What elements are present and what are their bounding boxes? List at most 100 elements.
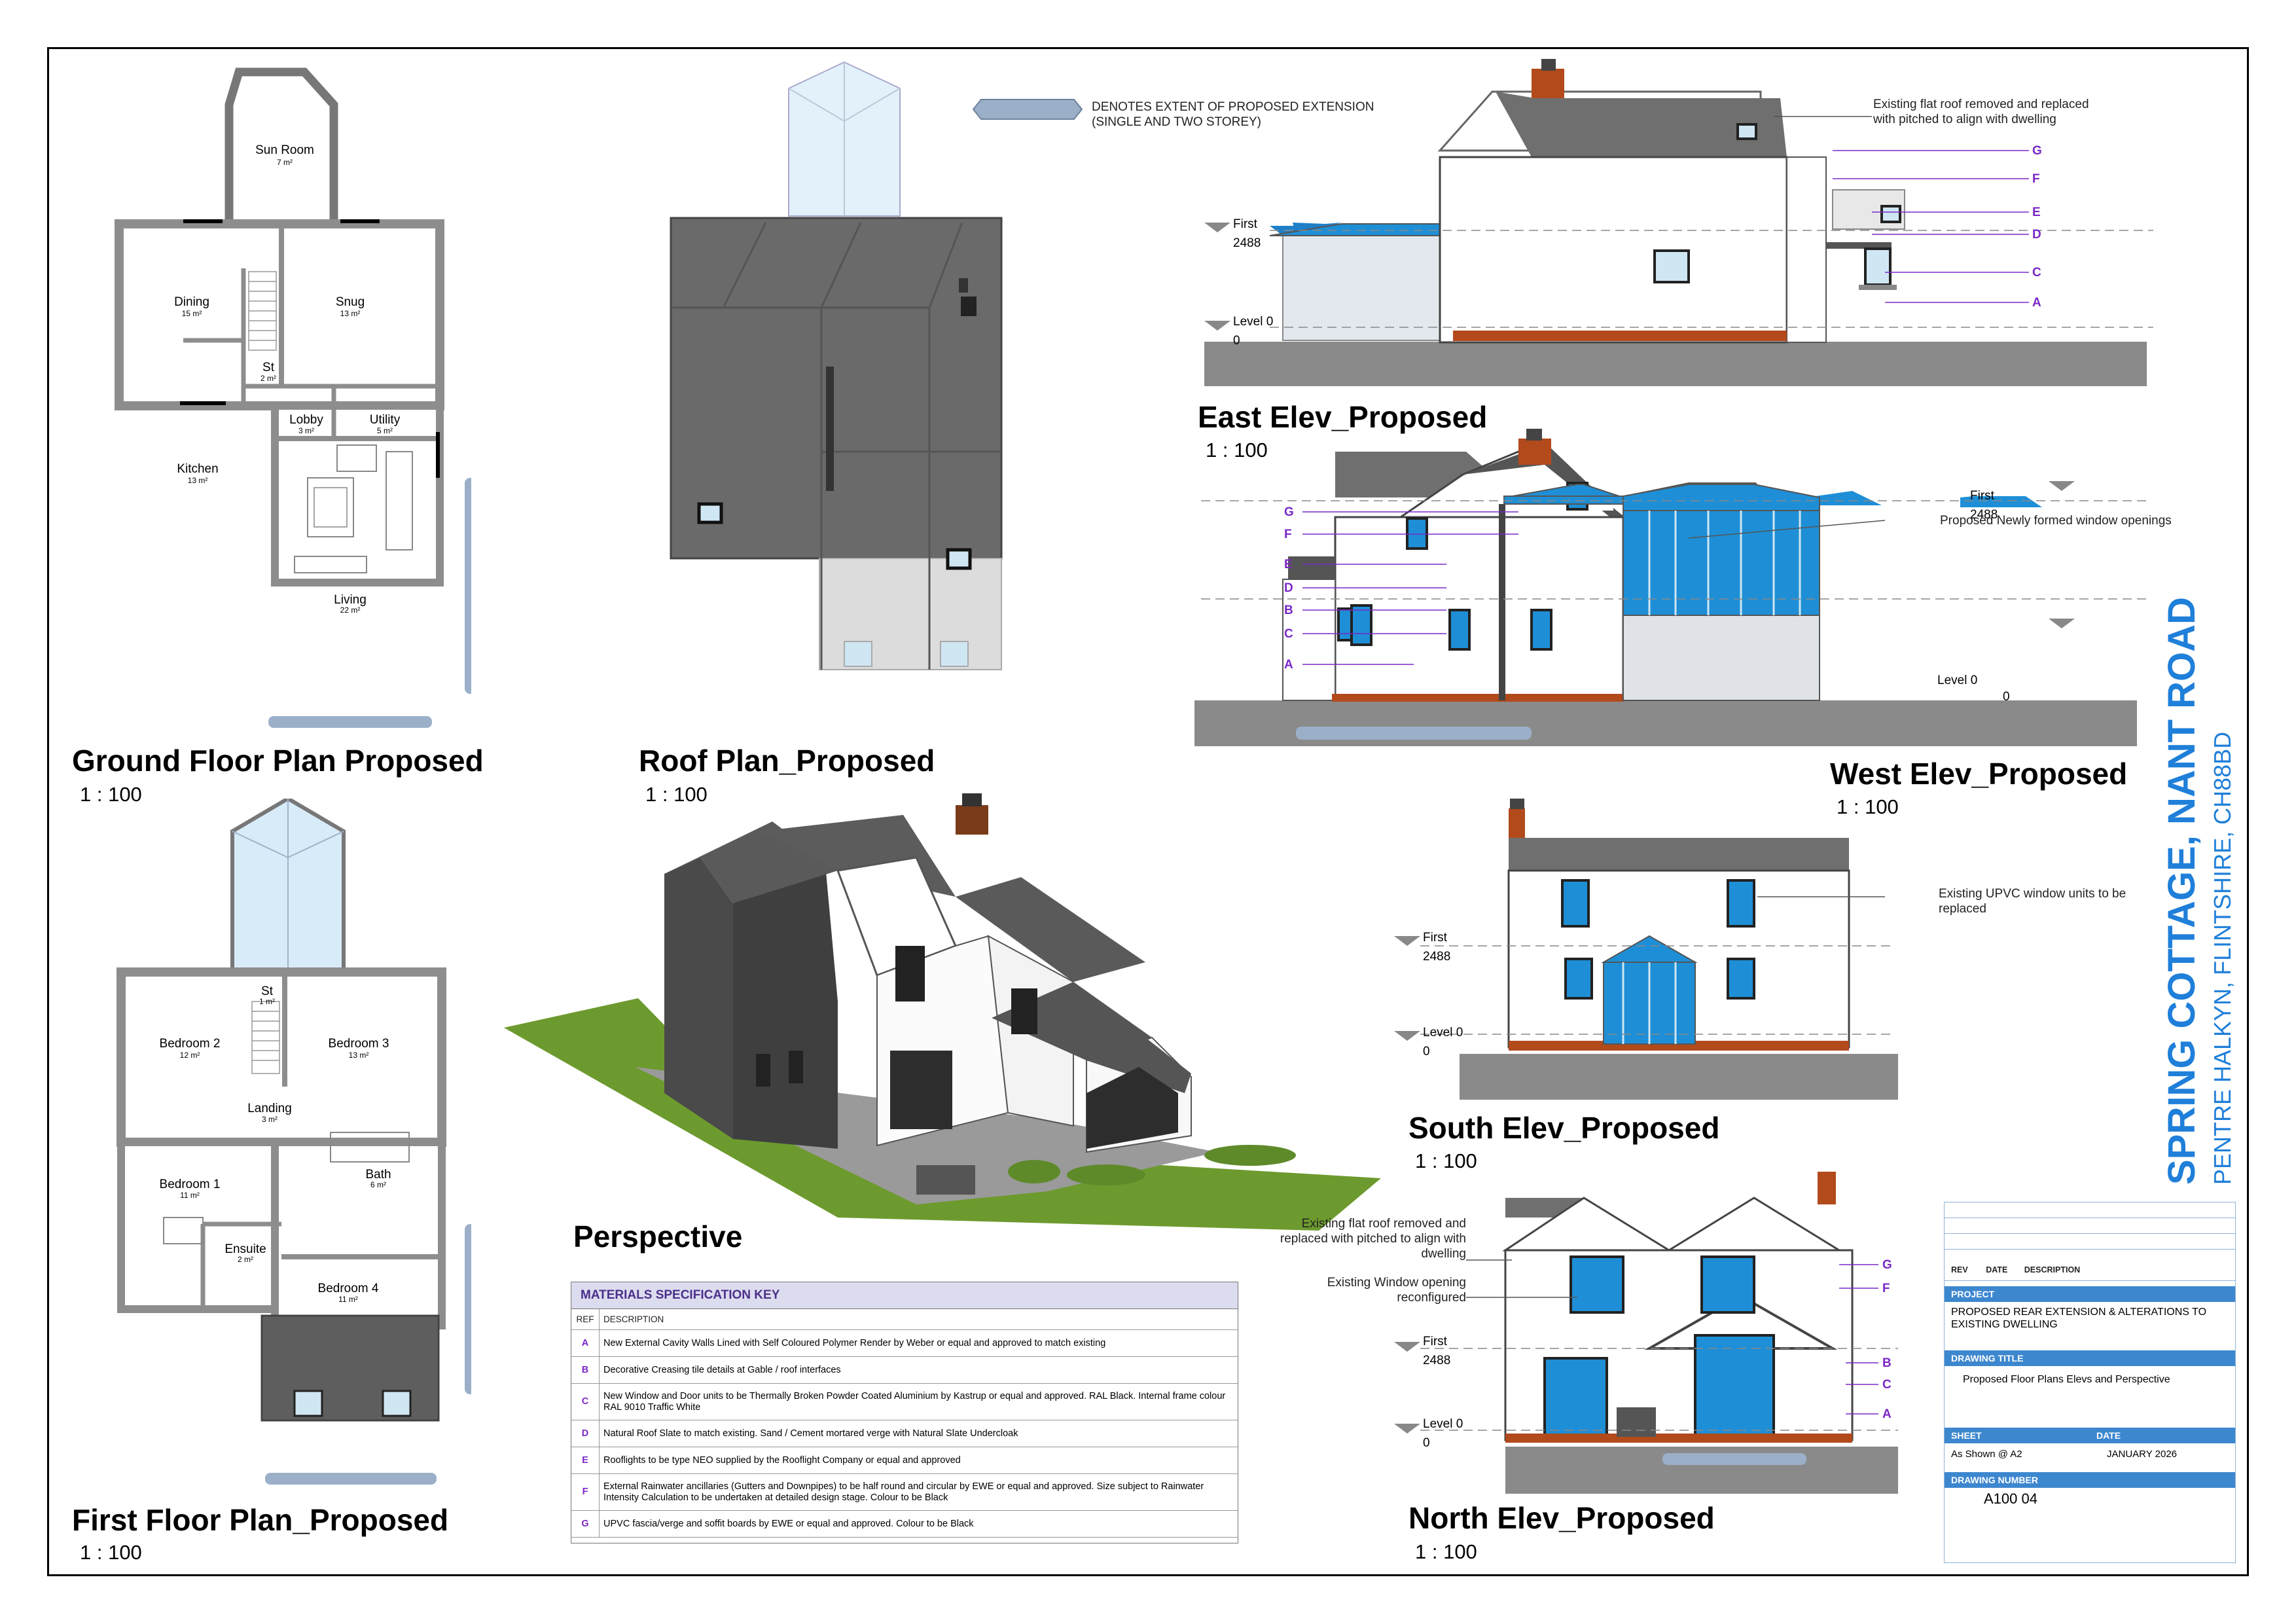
material-desc: UPVC fascia/verge and soffit boards by E… [599, 1510, 1238, 1538]
east-elevation-scale: 1 : 100 [1206, 439, 1268, 461]
ground-floor-plan-title: Ground Floor Plan Proposed [72, 744, 484, 778]
svg-text:11 m²: 11 m² [180, 1191, 200, 1200]
svg-text:11 m²: 11 m² [338, 1295, 358, 1304]
svg-text:Utility: Utility [370, 413, 401, 427]
sheet-row: As Shown @ A2 JANUARY 2026 [1945, 1449, 2235, 1460]
svg-text:Level 0: Level 0 [1423, 1417, 1463, 1431]
revision-header: REV DATE DESCRIPTION [1945, 1265, 2235, 1281]
first-floor-plan-drawing: St 1 m² Bedroom 2 12 m² Bedroom 3 13 m² … [117, 799, 471, 1485]
svg-text:F: F [1284, 528, 1292, 541]
svg-text:D: D [2032, 228, 2041, 242]
svg-text:G: G [1284, 505, 1294, 519]
extension-legend-note: DENOTES EXTENT OF PROPOSED EXTENSION (SI… [1092, 100, 1374, 129]
svg-text:C: C [1284, 627, 1293, 641]
material-desc: External Rainwater ancillaries (Gutters … [599, 1473, 1238, 1511]
material-ref: B [571, 1356, 600, 1384]
ground-floor-plan-drawing: Sun Room 7 m² Dining 15 m² Snug 13 m² St… [115, 67, 471, 728]
revision-grid [1945, 1202, 2235, 1261]
svg-text:13 m²: 13 m² [188, 476, 208, 485]
svg-text:3 m²: 3 m² [298, 426, 314, 435]
svg-text:0: 0 [1423, 1436, 1430, 1450]
svg-text:5 m²: 5 m² [377, 426, 393, 435]
room-label: Sun Room [255, 143, 314, 157]
sheet-value: As Shown @ A2 [1951, 1449, 2022, 1460]
svg-text:G: G [1882, 1258, 1892, 1272]
west-annotation: Proposed Newly formed window openings [1940, 514, 2172, 528]
svg-text:7 m²: 7 m² [277, 158, 293, 167]
material-desc: Natural Roof Slate to match existing. Sa… [599, 1420, 1238, 1447]
material-desc: New External Cavity Walls Lined with Sel… [599, 1329, 1238, 1357]
svg-text:6 m²: 6 m² [370, 1180, 386, 1189]
sheet-date-header: SHEET DATE [1945, 1428, 2235, 1443]
perspective-drawing [504, 793, 1381, 1231]
west-elevation-markers: GF ED BC A [1284, 505, 1886, 672]
svg-text:Living: Living [334, 593, 367, 607]
material-ref: F [571, 1473, 600, 1511]
extension-legend-swatch [972, 99, 1083, 120]
rev-label: REV [1951, 1265, 1968, 1274]
south-annotation: Existing UPVC window units to be replace… [1939, 887, 2126, 916]
svg-text:Level 0: Level 0 [1937, 674, 1977, 687]
svg-text:Level 0: Level 0 [1423, 1026, 1463, 1039]
svg-text:First: First [1423, 931, 1448, 945]
svg-text:B: B [1882, 1356, 1892, 1370]
svg-text:C: C [1882, 1378, 1892, 1392]
svg-text:G: G [2032, 144, 2042, 158]
material-desc: New Window and Door units to be Thermall… [599, 1383, 1238, 1420]
svg-text:12 m²: 12 m² [180, 1051, 200, 1060]
sheet-label: SHEET [1951, 1430, 1982, 1441]
sheet-border [47, 47, 2249, 1576]
description-label: DESCRIPTION [2024, 1265, 2081, 1274]
material-ref: A [571, 1329, 600, 1357]
north-elevation-title: North Elev_Proposed [1408, 1501, 1715, 1535]
svg-text:A: A [1882, 1407, 1892, 1421]
svg-text:Bedroom 1: Bedroom 1 [160, 1178, 221, 1191]
svg-text:First: First [1233, 217, 1258, 231]
material-ref: D [571, 1420, 600, 1447]
svg-text:1 m²: 1 m² [259, 997, 275, 1006]
site-address: PENTRE HALKYN, FLINTSHIRE, CH88BD [2209, 731, 2236, 1185]
sheet-date-value: JANUARY 2026 [2107, 1449, 2178, 1460]
svg-text:Ensuite: Ensuite [224, 1242, 266, 1256]
svg-text:0: 0 [1423, 1045, 1430, 1058]
svg-text:A: A [1284, 658, 1293, 672]
svg-text:A: A [2032, 296, 2041, 310]
drawing-title-text: Proposed Floor Plans Elevs and Perspecti… [1963, 1374, 2170, 1385]
materials-table-heading: MATERIALS SPECIFICATION KEY [571, 1282, 1238, 1309]
east-annotation: Existing flat roof removed and replaced … [1873, 98, 2089, 126]
material-desc: Decorative Creasing tile details at Gabl… [599, 1356, 1238, 1384]
material-desc: Rooflights to be type NEO supplied by th… [599, 1447, 1238, 1474]
drawing-number: A100 04 [1984, 1490, 2037, 1507]
svg-text:First: First [1970, 489, 1995, 503]
project-label: PROJECT [1945, 1286, 2235, 1302]
svg-text:C: C [2032, 266, 2041, 280]
extension-extent-marker [465, 478, 471, 694]
svg-text:2488: 2488 [1423, 1354, 1450, 1367]
svg-text:F: F [2032, 172, 2040, 186]
date-label: DATE [1986, 1265, 2008, 1274]
west-elevation-scale: 1 : 100 [1837, 795, 1899, 818]
material-ref: G [571, 1510, 600, 1538]
svg-text:2 m²: 2 m² [238, 1255, 253, 1264]
project-text: PROPOSED REAR EXTENSION & ALTERATIONS TO… [1951, 1307, 2207, 1330]
svg-text:Landing: Landing [247, 1102, 292, 1115]
svg-text:0: 0 [2003, 690, 2010, 704]
roof-plan-drawing [670, 61, 1003, 670]
perspective-title: Perspective [573, 1219, 743, 1254]
svg-text:15 m²: 15 m² [182, 309, 202, 318]
north-annotation-window: Existing Window opening reconfigured [1327, 1276, 1466, 1305]
south-elevation-scale: 1 : 100 [1415, 1149, 1477, 1172]
svg-text:Lobby: Lobby [289, 413, 323, 427]
svg-text:E: E [2032, 206, 2041, 219]
svg-text:E: E [1284, 558, 1293, 571]
svg-text:2488: 2488 [1233, 236, 1261, 250]
svg-text:St: St [262, 361, 275, 374]
south-elevation-title: South Elev_Proposed [1408, 1111, 1720, 1145]
svg-text:3 m²: 3 m² [262, 1115, 278, 1124]
svg-text:F: F [1882, 1282, 1890, 1295]
